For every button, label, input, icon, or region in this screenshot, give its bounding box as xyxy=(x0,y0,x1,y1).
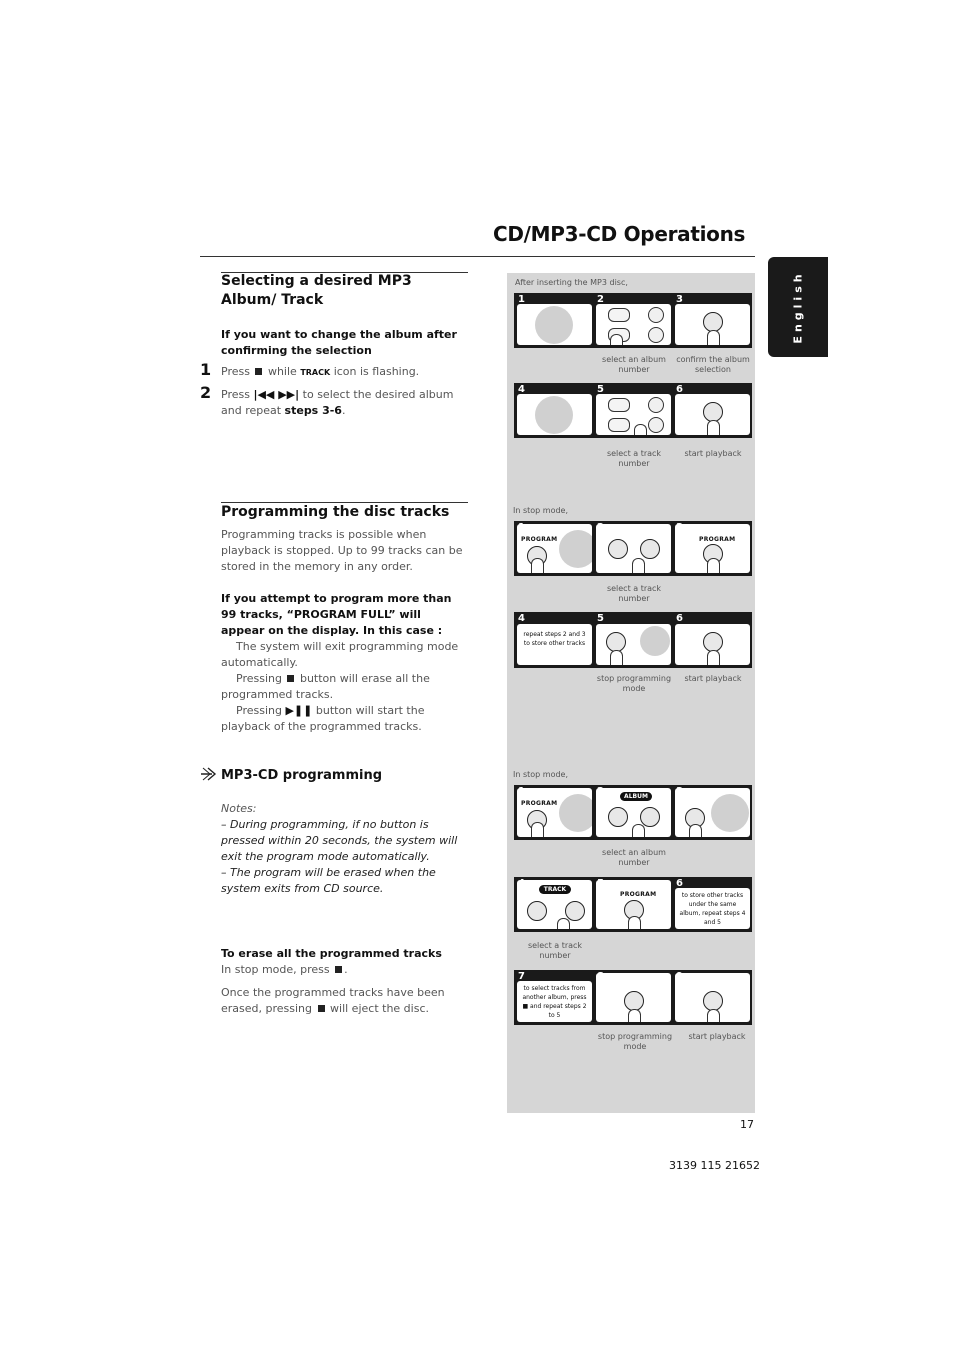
stop-icon xyxy=(317,1005,325,1012)
diagram3-strip-a: 1 2 3 PROGRAM ALBUM xyxy=(514,785,752,840)
d2-cap-2: stop programming mode xyxy=(596,674,672,693)
display-icon xyxy=(535,396,573,434)
case-3: Pressing ▶❚❚ button will start the playb… xyxy=(221,704,425,733)
stop-icon xyxy=(287,675,295,682)
section1-heading: Selecting a desired MP3 Album/ Track xyxy=(221,273,412,308)
section2-heading: Programming the disc tracks xyxy=(221,504,450,520)
arrow-icon xyxy=(200,766,218,786)
d3-cap-3: stop programming mode xyxy=(597,1032,673,1051)
section2-rule xyxy=(221,502,468,503)
language-tab: English xyxy=(768,257,828,357)
d2-step4-box: repeat steps 2 and 3 to store other trac… xyxy=(517,624,592,665)
d3-step2-box: ALBUM xyxy=(596,788,671,837)
d1-step4-box xyxy=(517,394,592,435)
play-pause-icon: ▶❚❚ xyxy=(285,704,313,717)
d3-step6-box: to store other tracks under the same alb… xyxy=(675,888,750,929)
step-1-number: 1 xyxy=(200,360,212,379)
note-1: – During programming, if no button is pr… xyxy=(221,818,458,863)
d1-cap-1: select an album number xyxy=(602,355,666,374)
section2-warning: If you attempt to program more than 99 t… xyxy=(221,592,452,637)
d3-step1-box: PROGRAM xyxy=(517,788,592,837)
diagram1-caption: After inserting the MP3 disc, xyxy=(515,278,628,287)
diagram2-caption: In stop mode, xyxy=(513,506,569,515)
step-1-text: Press while TRACK icon is flashing. xyxy=(221,365,420,378)
d3-cap-1: select an album number xyxy=(602,848,666,867)
section1-subheading: If you want to change the album after co… xyxy=(221,328,457,357)
step-2-text: Press |◀◀ ▶▶| to select the desired albu… xyxy=(221,388,454,417)
d3-step3-box xyxy=(675,788,750,837)
page-number: 17 xyxy=(740,1118,754,1131)
illustration-panel: After inserting the MP3 disc, 1 2 3 sele… xyxy=(507,273,755,1113)
diagram1-strip-a: 1 2 3 xyxy=(514,293,752,348)
skip-icons: |◀◀ ▶▶| xyxy=(253,388,300,401)
d2-cap-1: select a track number xyxy=(606,584,662,603)
case-1: The system will exit programming mode au… xyxy=(221,640,459,669)
language-tab-label: English xyxy=(791,270,805,344)
d3-cap-2: select a track number xyxy=(527,941,583,960)
d2-step1-box: PROGRAM xyxy=(517,524,592,573)
diagram2-strip-b: 4 5 6 repeat steps 2 and 3 to store othe… xyxy=(514,612,752,668)
d3-step8-box xyxy=(596,973,671,1022)
d2-cap-3: start playback xyxy=(684,674,742,683)
d1-step3-box xyxy=(675,304,750,345)
section3-heading: MP3-CD programming xyxy=(221,768,383,783)
section2-intro: Programming tracks is possible when play… xyxy=(221,528,463,573)
d1-cap-2: confirm the album selection xyxy=(676,355,750,374)
diagram1-strip-b: 4 5 6 xyxy=(514,383,752,438)
d1-step1-box xyxy=(517,304,592,345)
d2-step2-box xyxy=(596,524,671,573)
erase-line-1: In stop mode, press . xyxy=(221,963,348,976)
stop-icon xyxy=(335,966,343,973)
diagram2-strip-a: 1 2 3 PROGRAM PROGRAM xyxy=(514,521,752,576)
d3-step7-box: to select tracks from another album, pre… xyxy=(517,981,592,1022)
d2-step6-box xyxy=(675,624,750,665)
d3-cap-4: start playback xyxy=(688,1032,746,1041)
d1-cap-4: start playback xyxy=(684,449,742,458)
d1-step2-box xyxy=(596,304,671,345)
d1-cap-3: select a track number xyxy=(606,449,662,468)
d2-step3-box: PROGRAM xyxy=(675,524,750,573)
track-label: TRACK xyxy=(300,368,331,377)
page-title: CD/MP3-CD Operations xyxy=(493,222,746,246)
diagram3-strip-c: 7 8 9 to select tracks from another albu… xyxy=(514,970,752,1025)
diagram3-strip-b: 4 5 6 TRACK PROGRAM to store other track… xyxy=(514,877,752,932)
diagram3-caption: In stop mode, xyxy=(513,770,569,779)
erase-line-2: Once the programmed tracks have been era… xyxy=(221,986,445,1015)
stop-icon xyxy=(255,368,263,375)
d3-step4-box: TRACK xyxy=(517,880,592,929)
section4-heading: To erase all the programmed tracks xyxy=(221,947,442,960)
d3-step9-box xyxy=(675,973,750,1022)
title-rule xyxy=(200,256,755,257)
step-2-number: 2 xyxy=(200,383,212,402)
d2-step5-box xyxy=(596,624,671,665)
display-icon xyxy=(535,306,573,344)
d1-step5-box xyxy=(596,394,671,435)
d3-step5-box: PROGRAM xyxy=(596,880,671,929)
case-2: Pressing button will erase all the progr… xyxy=(221,672,430,701)
note-2: – The program will be erased when the sy… xyxy=(221,866,436,895)
section1-rule xyxy=(221,272,468,273)
document-code: 3139 115 21652 xyxy=(669,1159,760,1172)
notes-label: Notes: xyxy=(221,802,257,815)
d1-step6-box xyxy=(675,394,750,435)
